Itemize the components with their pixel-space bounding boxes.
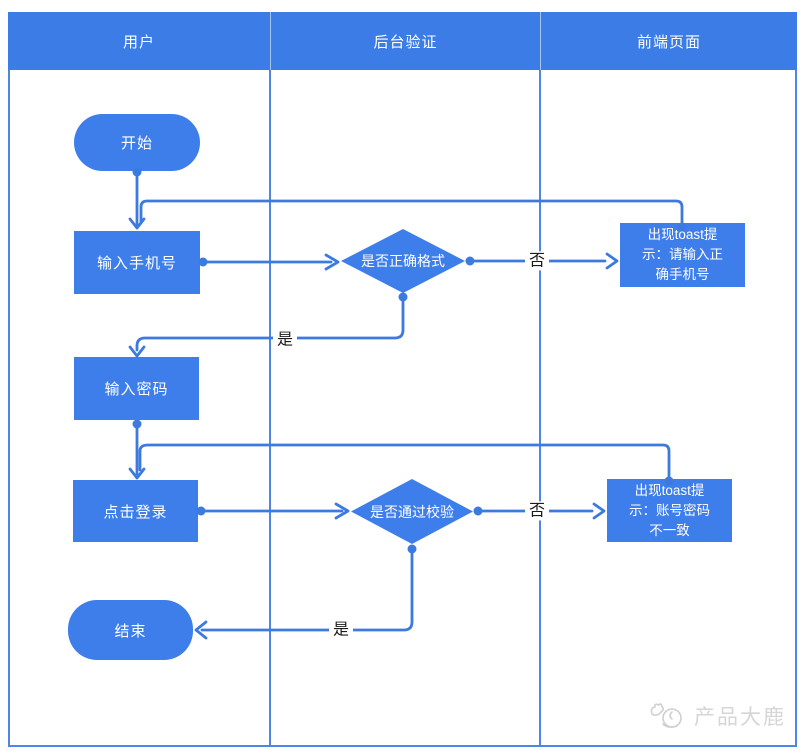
toast-password-line2: 示：账号密码 bbox=[629, 502, 710, 518]
edge-label-format-no: 否 bbox=[524, 251, 550, 271]
input-password-node: 输入密码 bbox=[74, 357, 199, 420]
lane-divider-2 bbox=[539, 70, 541, 747]
lane-header-backend: 后台验证 bbox=[270, 12, 540, 70]
lane-header-row: 用户 后台验证 前端页面 bbox=[8, 12, 797, 70]
end-node: 结束 bbox=[68, 600, 193, 660]
edge-label-pass-no: 否 bbox=[524, 501, 550, 521]
watermark-text: 产品大鹿 bbox=[694, 706, 786, 729]
toast-phone-node: 出现toast提 示：请输入正 确手机号 bbox=[620, 223, 745, 287]
deer-logo-icon bbox=[650, 703, 682, 728]
input-phone-node: 输入手机号 bbox=[74, 231, 200, 294]
toast-phone-line2: 示：请输入正 bbox=[642, 247, 723, 262]
toast-phone-line1: 出现toast提 bbox=[647, 227, 718, 242]
watermark: 产品大鹿 bbox=[648, 700, 786, 732]
lane-header-user: 用户 bbox=[122, 33, 155, 51]
start-node: 开始 bbox=[74, 114, 200, 171]
toast-phone-line3: 确手机号 bbox=[655, 267, 710, 282]
lane-divider-1 bbox=[269, 70, 271, 747]
toast-password-node: 出现toast提 示：账号密码 不一致 bbox=[607, 479, 732, 542]
edge-label-format-yes: 是 bbox=[272, 330, 298, 350]
lane-header-frontend: 前端页面 bbox=[540, 12, 797, 70]
click-login-node: 点击登录 bbox=[73, 480, 198, 542]
toast-password-line1: 出现toast提 bbox=[634, 482, 705, 498]
edge-label-pass-yes: 是 bbox=[328, 620, 354, 640]
toast-password-line3: 不一致 bbox=[649, 522, 690, 538]
